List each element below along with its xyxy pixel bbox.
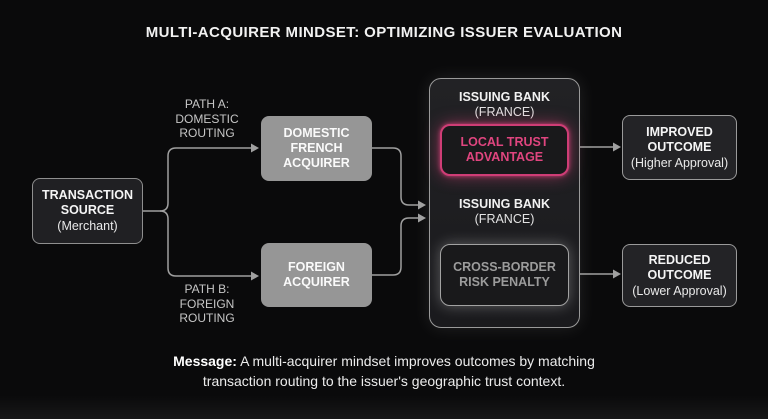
node-label: OUTCOME — [647, 139, 712, 154]
node-label: LOCAL TRUST — [460, 135, 549, 149]
bank-name: ISSUING BANK — [459, 90, 550, 104]
arrowhead-icon — [251, 271, 259, 281]
node-sublabel: (Lower Approval) — [632, 283, 727, 298]
bank-country: (FRANCE) — [474, 212, 535, 226]
path-label-line: PATH B: — [184, 282, 230, 296]
issuing-bank-bottom-header: ISSUING BANK (FRANCE) — [430, 197, 579, 227]
local-trust-advantage-node: LOCAL TRUST ADVANTAGE — [440, 124, 569, 176]
foreign-acquirer-node: FOREIGN ACQUIRER — [261, 243, 372, 307]
reduced-outcome-node: REDUCED OUTCOME (Lower Approval) — [622, 244, 737, 307]
node-label: OUTCOME — [647, 267, 712, 282]
arrowhead-icon — [251, 143, 259, 153]
issuing-bank-top-header: ISSUING BANK (FRANCE) — [430, 90, 579, 120]
path-b-label: PATH B: FOREIGN ROUTING — [152, 282, 262, 326]
message-text: A multi-acquirer mindset improves outcom… — [202, 353, 595, 389]
node-sublabel: (Merchant) — [57, 219, 118, 233]
connector-line — [372, 217, 418, 276]
node-label: IMPROVED — [646, 124, 713, 139]
domestic-acquirer-node: DOMESTIC FRENCH ACQUIRER — [261, 116, 372, 181]
node-label: FOREIGN — [288, 260, 345, 274]
arrowhead-icon — [418, 213, 426, 223]
transaction-source-node: TRANSACTION SOURCE (Merchant) — [32, 178, 143, 244]
path-label-line: PATH A: — [184, 97, 230, 111]
connector-line — [159, 210, 251, 277]
connector-line — [159, 147, 251, 212]
path-label-line: ROUTING — [179, 126, 235, 140]
path-label-line: DOMESTIC — [175, 111, 239, 126]
node-label: CROSS-BORDER — [453, 260, 556, 274]
node-sublabel: (Higher Approval) — [630, 155, 729, 170]
node-label: REDUCED — [648, 252, 711, 267]
bank-name: ISSUING BANK — [459, 197, 550, 211]
node-label: ADVANTAGE — [465, 150, 544, 164]
issuer-evaluation-panel: ISSUING BANK (FRANCE) LOCAL TRUST ADVANT… — [429, 78, 580, 328]
improved-outcome-node: IMPROVED OUTCOME (Higher Approval) — [622, 115, 737, 180]
node-label: SOURCE — [60, 203, 115, 217]
message-label: Message: — [173, 353, 237, 369]
cross-border-penalty-node: CROSS-BORDER RISK PENALTY — [440, 244, 569, 306]
node-label: TRANSACTION — [42, 188, 133, 202]
node-label: FRENCH — [290, 141, 343, 155]
connector-line — [372, 147, 418, 206]
path-label-line: FOREIGN — [179, 296, 235, 311]
footer-message: Message: A multi-acquirer mindset improv… — [139, 351, 629, 391]
page-title: MULTI-ACQUIRER MINDSET: OPTIMIZING ISSUE… — [145, 24, 623, 41]
node-label: ACQUIRER — [283, 275, 350, 289]
arrowhead-icon — [613, 269, 621, 279]
arrowhead-icon — [613, 142, 621, 152]
node-label: RISK PENALTY — [459, 275, 550, 289]
node-label: DOMESTIC — [283, 126, 350, 140]
arrowhead-icon — [418, 200, 426, 210]
path-a-label: PATH A: DOMESTIC ROUTING — [152, 97, 262, 141]
node-label: ACQUIRER — [283, 156, 350, 170]
bank-country: (FRANCE) — [474, 105, 535, 119]
path-label-line: ROUTING — [179, 311, 235, 325]
